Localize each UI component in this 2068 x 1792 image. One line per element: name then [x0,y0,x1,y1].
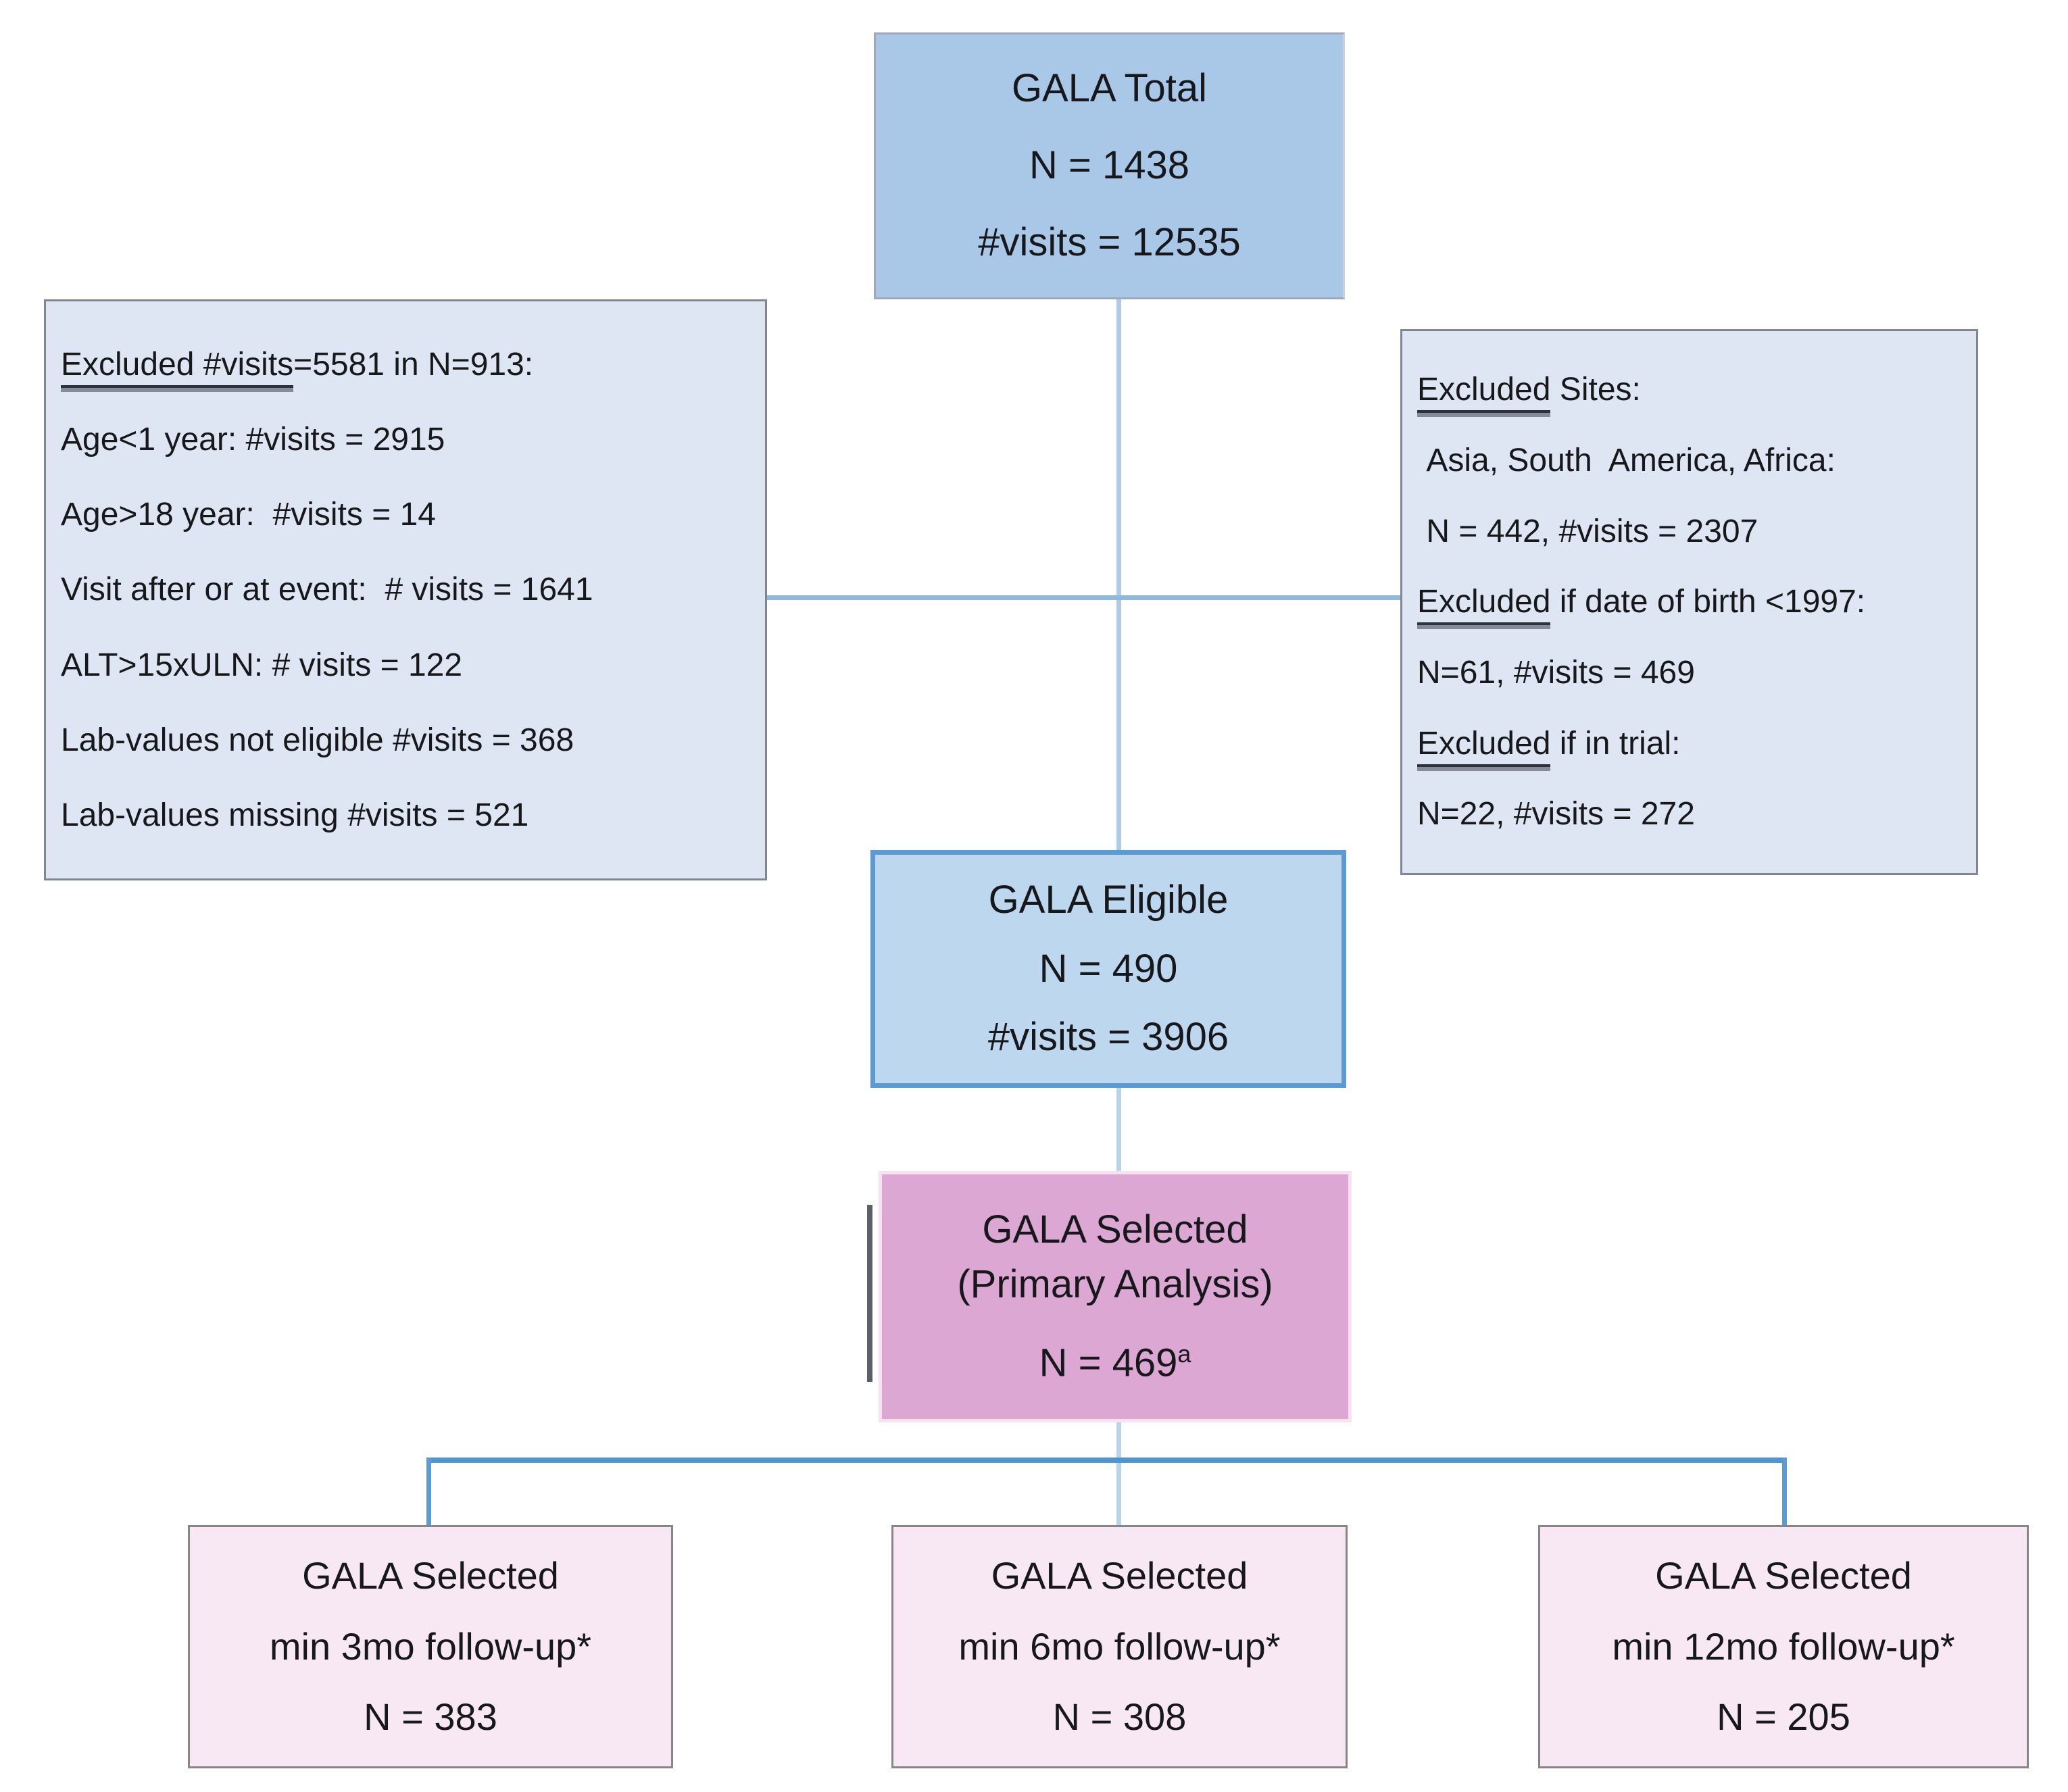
exclusion-heading-underline: Excluded [1417,372,1551,414]
visits-value: #visits = 12535 [978,220,1241,265]
box-subtitle: min 6mo follow-up* [958,1624,1281,1668]
exclusion-heading-rest: if in trial: [1550,725,1681,762]
exclusion-item: ALT>15xULN: # visits = 122 [61,647,463,683]
n-number: N = 469 [1039,1341,1178,1385]
connector-primary-to-branch [1116,1422,1121,1525]
connector-total-to-eligible [1116,299,1121,850]
n-value: N = 1438 [1029,143,1189,188]
followup-6mo-box: GALA Selected min 6mo follow-up* N = 308 [891,1525,1348,1768]
box-title: GALA Selected [991,1554,1248,1597]
n-value: N = 205 [1717,1695,1850,1739]
box-title: GALA Total [1011,66,1208,111]
box-subtitle: min 3mo follow-up* [269,1624,592,1668]
box-title: GALA Selected [1655,1554,1912,1597]
excluded-visits-box: Excluded #visits=5581 in N=913: Age<1 ye… [44,299,767,880]
connector-branch-right-drop [1782,1458,1787,1525]
box-subtitle: min 12mo follow-up* [1612,1624,1955,1668]
exclusion-heading-rest: if date of birth <1997: [1550,584,1866,620]
excluded-sites-box: Excluded Sites: Asia, South America, Afr… [1400,329,1978,875]
exclusion-item: Age>18 year: #visits = 14 [61,497,436,533]
visits-value: #visits = 3906 [987,1014,1229,1059]
exclusion-heading-underline: Excluded [1417,584,1551,626]
exclusion-item: Lab-values missing #visits = 521 [61,797,529,833]
connector-branch-left-drop [426,1458,431,1525]
exclusion-item: N = 442, #visits = 2307 [1417,513,1758,549]
box-subtitle: (Primary Analysis) [957,1262,1273,1306]
box-title: GALA Selected [982,1207,1248,1251]
followup-12mo-box: GALA Selected min 12mo follow-up* N = 20… [1538,1525,2029,1768]
exclusion-heading: Excluded #visits=5581 in N=913: [61,346,534,388]
exclusion-heading: Excluded Sites: [1417,371,1641,414]
exclusion-item: Lab-values not eligible #visits = 368 [61,722,574,758]
exclusion-item: Visit after or at event: # visits = 1641 [61,572,593,608]
exclusion-heading-underline: Excluded #visits [61,346,294,388]
gala-eligible-box: GALA Eligible N = 490 #visits = 3906 [870,850,1346,1088]
primary-box-left-tick [867,1205,872,1382]
connector-eligible-to-primary [1116,1088,1121,1171]
exclusion-item: Age<1 year: #visits = 2915 [61,422,445,458]
gala-selected-primary-box: GALA Selected (Primary Analysis) N = 469… [879,1171,1352,1422]
exclusion-heading: Excluded if in trial: [1417,725,1681,767]
exclusion-item: N=22, #visits = 272 [1417,796,1695,832]
n-value: N = 490 [1039,946,1178,991]
exclusion-heading-underline: Excluded [1417,725,1551,767]
followup-3mo-box: GALA Selected min 3mo follow-up* N = 383 [188,1525,673,1768]
connector-branch-horizontal [428,1458,1787,1463]
exclusion-item: N=61, #visits = 469 [1417,655,1695,691]
exclusion-heading-rest: =5581 in N=913: [293,346,534,382]
n-value: N = 383 [364,1695,497,1739]
box-title: GALA Selected [302,1554,559,1597]
gala-total-box: GALA Total N = 1438 #visits = 12535 [874,32,1345,299]
box-title: GALA Eligible [988,878,1229,922]
exclusion-heading-rest: Sites: [1550,372,1641,408]
exclusion-item: Asia, South America, Africa: [1417,443,1836,479]
connector-exclusions-horizontal [767,595,1400,600]
n-superscript: a [1177,1340,1191,1368]
n-value: N = 469a [1039,1340,1191,1386]
exclusion-heading: Excluded if date of birth <1997: [1417,583,1866,626]
n-value: N = 308 [1052,1695,1187,1739]
